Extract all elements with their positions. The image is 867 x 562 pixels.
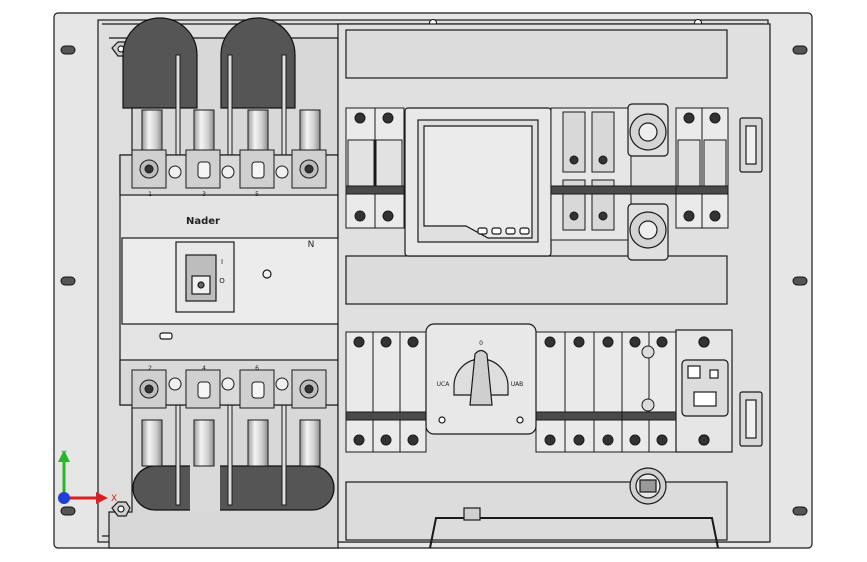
breaker-terminal-1: 1 — [148, 191, 152, 198]
incoming-cables — [141, 54, 321, 506]
breaker-top-terminals — [131, 149, 327, 189]
cable-gland — [629, 467, 667, 505]
breaker-terminal-5: 5 — [255, 191, 259, 198]
breaker-labels: Nader N I O 1 3 5 2 4 6 — [148, 191, 314, 372]
power-meter — [404, 107, 552, 257]
axis-label-x: X — [111, 494, 117, 504]
breaker-terminal-2: 2 — [148, 365, 152, 372]
breaker-handle-on: I — [221, 258, 223, 266]
lower-mcb-row — [345, 331, 677, 453]
breaker-terminal-6: 6 — [255, 365, 259, 372]
breaker-neutral-label: N — [308, 240, 315, 250]
door-hinges — [739, 117, 763, 447]
bottom-handle — [429, 507, 719, 549]
mccb-breaker — [119, 154, 343, 406]
selector-label-0: 0 — [479, 340, 483, 347]
breaker-handle-off: O — [219, 277, 225, 285]
breaker-brand: Nader — [186, 216, 220, 227]
mounting-slots — [60, 45, 808, 516]
upper-mcb-row-right — [675, 107, 729, 229]
power-socket — [675, 329, 733, 453]
fuse-holders — [627, 103, 669, 261]
selector-label-uca: UCA — [437, 381, 451, 388]
breaker-terminal-3: 3 — [202, 191, 206, 198]
selector-label-uab: UAB — [511, 381, 524, 388]
axis-label-y: Y — [60, 450, 67, 460]
voltmeter-selector-switch: 0 UCA UAB — [425, 323, 537, 435]
breaker-terminal-4: 4 — [202, 365, 206, 372]
right-backplate — [337, 23, 771, 543]
axis-triad: Y X — [58, 450, 117, 504]
upper-mcb-row-left — [345, 107, 405, 229]
upper-relay-cluster — [550, 107, 677, 241]
breaker-bottom-terminals — [131, 369, 327, 409]
